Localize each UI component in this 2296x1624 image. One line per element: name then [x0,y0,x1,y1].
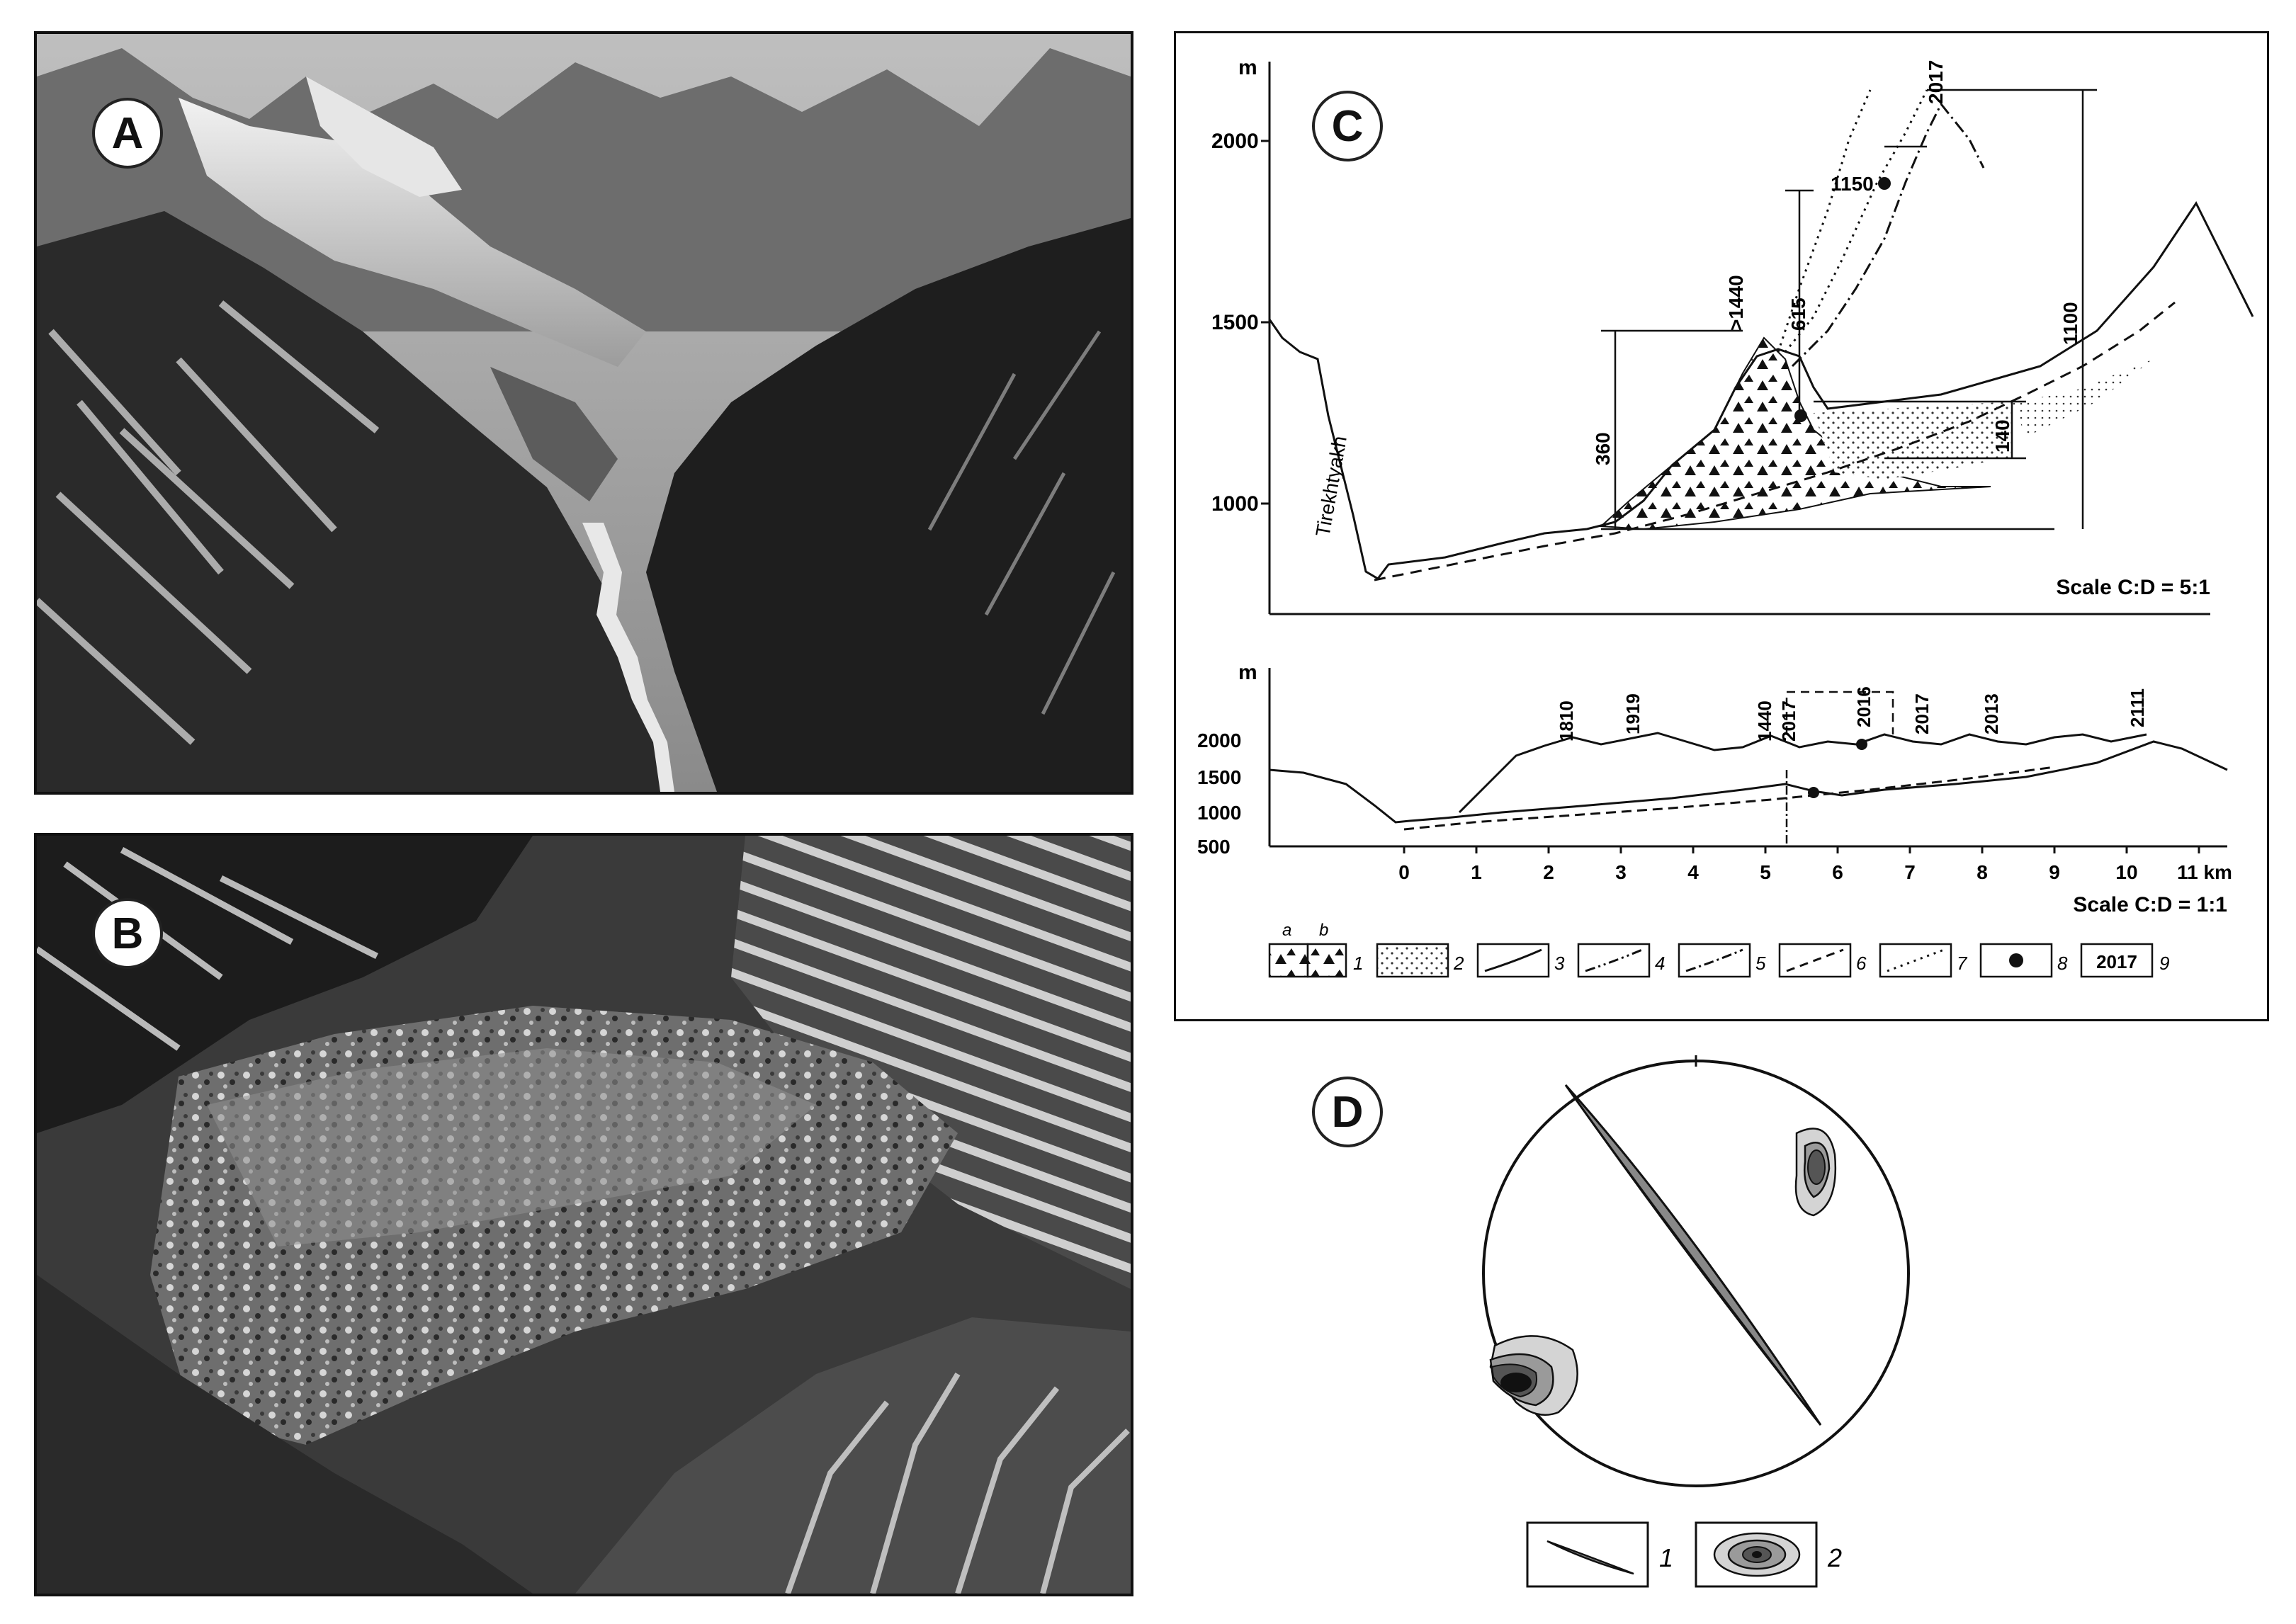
profile-large-unit: m [1238,56,1257,79]
peak-label-1440: 1440 [1754,700,1775,742]
profile-small-ytick-2000: 2000 [1197,729,1241,751]
legend-d: 1 2 [1526,1521,1842,1588]
sample-point-deposit [1794,409,1807,422]
profile-small-axes [1268,668,2227,848]
peak-label-1919: 1919 [1622,693,1644,734]
peak-label-1810: 1810 [1556,700,1577,742]
legend-sample-year: 2017 [2096,951,2137,972]
sample-point-1150 [1878,177,1891,190]
dim-label-140: 140 [1991,419,2013,453]
rock-avalanche-deposit-photo-icon [37,836,1131,1594]
profile-small-xticks: 0 1 2 3 4 5 6 7 8 9 10 11 km [1398,861,2232,883]
dim-label-1100: 1100 [2059,302,2081,345]
legend-d-item-2: 2 [1827,1543,1842,1572]
profile-large-ytick-1500: 1500 [1211,311,1259,334]
peak-label-2013: 2013 [1981,693,2002,734]
peak-label-2017-a: 2017 [1778,700,1799,742]
legend-sub-b: b [1319,921,1328,940]
xtick-10: 10 [2115,861,2137,883]
photo-a [34,31,1133,795]
xtick-7: 7 [1904,861,1916,883]
peak-label-2017-b: 2017 [1911,693,1933,734]
peak-labels: 1810 1919 1440 2017 2016 2017 2013 2111 [1556,686,2148,742]
legend-c: a b 1 2 3 4 5 6 7 8 [1268,921,2169,978]
stereonet-circle [1482,1060,1910,1487]
profile-small-unit: m [1238,661,1257,684]
legend-item-9: 9 [2159,953,2169,974]
bedrock-line-small [1403,766,2055,831]
stereonet: 1 2 [1482,1055,1910,1588]
sample-point-small-2 [1808,787,1819,798]
present-surface-line [1268,201,2254,580]
valley-profile-small [1269,740,2228,824]
pre-failure-slope-dotted-2 [1777,89,1872,353]
scarp-line-dashdot [1791,102,1985,368]
legend-item-1: 1 [1353,953,1363,974]
legend-d-item-1: 1 [1659,1543,1673,1572]
xtick-1: 1 [1471,861,1482,883]
dimension-lines [1601,89,2097,530]
panel-label-d: D [1312,1077,1383,1147]
bedrock-line [1374,301,2176,581]
panel-c-frame: m 2000 1500 1000 [1174,31,2269,1021]
dim-label-615: 615 [1787,297,1809,331]
legend-item-7: 7 [1957,953,1968,974]
dim-label-2017: 2017 [1925,60,1947,104]
xtick-2: 2 [1543,861,1554,883]
legend-item-4: 4 [1655,953,1665,974]
peak-label-2111: 2111 [2127,688,2148,727]
panel-label-b: B [92,898,163,969]
legend-item-2: 2 [1453,953,1464,974]
xtick-0: 0 [1398,861,1410,883]
profile-large-axes [1261,62,2210,615]
xtick-11: 11 km [2177,861,2232,883]
scale-label-large: Scale C:D = 5:1 [2056,576,2210,599]
panel-label-a: A [92,98,163,169]
ridge-line [1458,732,2147,814]
xtick-8: 8 [1977,861,1988,883]
mountain-valley-photo-icon [37,34,1131,792]
profile-small-ytick-1000: 1000 [1197,802,1241,824]
legend-item-5: 5 [1755,953,1766,974]
sample-point-small-1 [1856,739,1867,750]
xtick-4: 4 [1687,861,1699,883]
legend-item-3: 3 [1554,953,1565,974]
dim-label-1440: >1440 [1725,275,1747,331]
profile-large-ytick-1000: 1000 [1211,492,1259,516]
legend-item-8: 8 [2057,953,2068,974]
pole-cluster-lower [1489,1335,1578,1416]
xtick-3: 3 [1615,861,1627,883]
xtick-6: 6 [1832,861,1843,883]
profile-large-ytick-2000: 2000 [1211,130,1259,153]
dim-label-360: 360 [1592,432,1614,465]
dim-label-1150: 1150 [1831,173,1874,195]
scale-label-small: Scale C:D = 1:1 [2073,893,2227,916]
profile-small-ytick-500: 500 [1197,836,1231,858]
photo-b [34,833,1133,1596]
panel-d: 1 2 [1459,1034,1955,1601]
xtick-9: 9 [2049,861,2060,883]
legend-sub-a: a [1282,921,1291,940]
panel-label-c: C [1312,91,1383,161]
xtick-5: 5 [1760,861,1771,883]
profile-small-ytick-1500: 1500 [1197,766,1241,788]
legend-item-6: 6 [1856,953,1867,974]
peak-label-2016: 2016 [1853,686,1874,727]
pole-cluster-upper [1794,1128,1837,1217]
dashed-box-small [1785,691,1894,734]
topographic-profiles: m 2000 1500 1000 [1197,56,2254,978]
